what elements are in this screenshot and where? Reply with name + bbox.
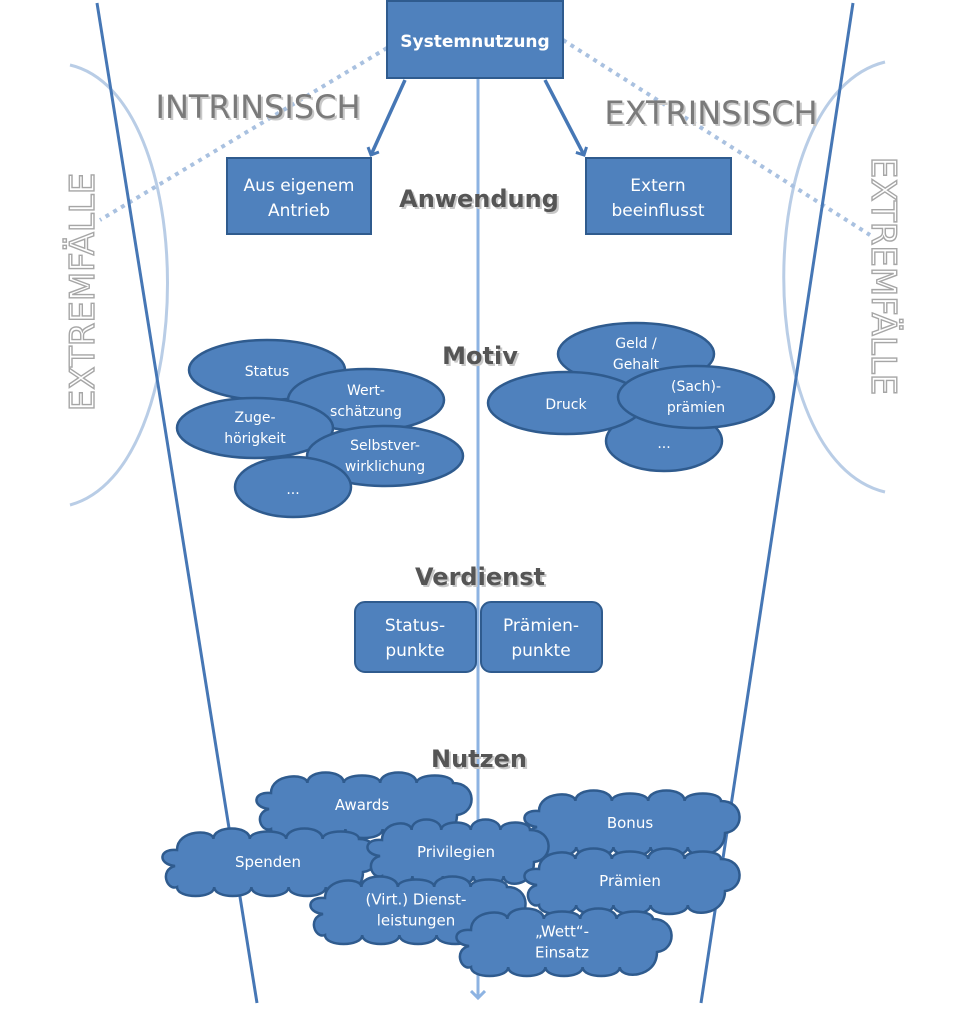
intrinsic-motives: Status Wert- schätzung Zuge- hörigkeit S… [175,338,465,519]
extreme-cases-left-label: EXTREMFÄLLE [63,173,103,411]
svg-text:prämien: prämien [667,400,725,416]
svg-text:EXTRINSISCH: EXTRINSISCH [606,96,819,134]
intrinsic-box-own-drive: Aus eigenem Antrieb [226,157,372,235]
svg-text:Status: Status [245,364,290,380]
svg-text:EXTRINSISCH: EXTRINSISCH [604,94,817,132]
motive-self-actualization: Selbstver- wirklichung [305,424,465,488]
svg-text:hörigkeit: hörigkeit [224,431,286,447]
svg-text:Selbstver-: Selbstver- [350,438,420,454]
intrinsic-label: INTRINSISCH INTRINSISCH [156,88,363,128]
nutzen-section-label: Nutzen Nutzen [431,745,529,775]
svg-text:Aus eigenem: Aus eigenem [244,176,355,196]
svg-text:INTRINSISCH: INTRINSISCH [156,88,361,126]
cloud-bonus-label: Bonus [607,814,653,832]
cloud-donations-label: Spenden [235,853,301,871]
svg-text:Anwendung: Anwendung [401,187,561,215]
funnel-right-edge [699,2,855,1004]
svg-text:wirklichung: wirklichung [345,459,425,475]
cloud-rewards-shape [523,847,741,916]
cloud-privileges: Privilegien [366,818,550,887]
svg-text:...: ... [286,482,299,498]
extreme-cases-right-label: EXTREMFÄLLE [863,157,903,395]
cloud-bonus: Bonus [523,789,741,858]
motive-intrinsic-more: ... [233,455,353,519]
cloud-rewards: Prämien [523,847,741,916]
motive-belonging: Zuge- hörigkeit [175,396,335,460]
svg-text:Gehalt: Gehalt [613,357,660,373]
cloud-privileges-label: Privilegien [417,843,495,861]
dotted-line-right [561,38,872,237]
verdienst-section-label: Verdienst Verdienst [415,563,547,593]
svg-text:Prämien-: Prämien- [503,616,579,636]
systemnutzung-box: Systemnutzung [386,0,564,79]
anwendung-section-label: Anwendung Anwendung [399,185,561,215]
svg-text:INTRINSISCH: INTRINSISCH [158,90,363,128]
cloud-virtual-services-label: leistungen [377,912,456,930]
svg-text:Status-: Status- [385,616,445,636]
svg-text:beeinflusst: beeinflusst [611,201,704,221]
reward-points-box: Prämien- punkte [480,601,603,673]
cloud-rewards-label: Prämien [599,872,661,890]
svg-text:Motiv: Motiv [444,344,520,372]
svg-text:Verdienst: Verdienst [417,565,547,593]
svg-text:Anwendung: Anwendung [399,185,559,213]
svg-text:Extern: Extern [630,176,685,196]
svg-text:punkte: punkte [511,641,570,661]
svg-text:Nutzen: Nutzen [433,747,529,775]
extrinsic-label: EXTRINSISCH EXTRINSISCH [604,94,819,134]
svg-text:punkte: punkte [385,641,444,661]
svg-text:...: ... [657,436,670,452]
motive-material-rewards: (Sach)- prämien [616,364,776,430]
arrow-to-intrinsic [371,79,407,155]
arrow-to-extrinsic [543,79,584,155]
svg-text:Wert-: Wert- [347,383,385,399]
cloud-donations: Spenden [161,827,379,898]
svg-text:Motiv: Motiv [442,342,518,370]
systemnutzung-label: Systemnutzung [400,32,549,52]
extrinsic-motives: Geld / Gehalt ... Druck (Sach)- prämien [486,321,776,473]
svg-text:schätzung: schätzung [330,404,402,420]
extrinsic-box-externally-influenced: Extern beeinflusst [585,157,732,235]
svg-text:Druck: Druck [545,397,587,413]
cloud-bet-stake-label: Einsatz [535,944,589,962]
cloud-bet-stake-shape [455,907,673,978]
cloud-bet-stake: „Wett“- Einsatz [455,907,673,978]
cloud-virtual-services: (Virt.) Dienst-leistungen [309,875,527,946]
status-points-box: Status- punkte [354,601,477,673]
motive-pressure: Druck [486,370,646,436]
svg-text:Nutzen: Nutzen [431,745,527,773]
svg-text:Antrieb: Antrieb [268,201,330,221]
cloud-awards-label: Awards [335,796,390,814]
extreme-left-arc [69,63,169,507]
motiv-section-label: Motiv Motiv [442,342,520,372]
svg-text:Verdienst: Verdienst [415,563,545,591]
svg-text:(Sach)-: (Sach)- [671,379,721,395]
cloud-bet-stake-label: „Wett“- [535,923,589,941]
cloud-virtual-services-label: (Virt.) Dienst- [366,891,467,909]
svg-text:Zuge-: Zuge- [234,410,275,426]
extreme-right-arc [782,60,886,494]
dotted-line-left [98,46,389,222]
svg-text:Geld /: Geld / [615,336,657,352]
